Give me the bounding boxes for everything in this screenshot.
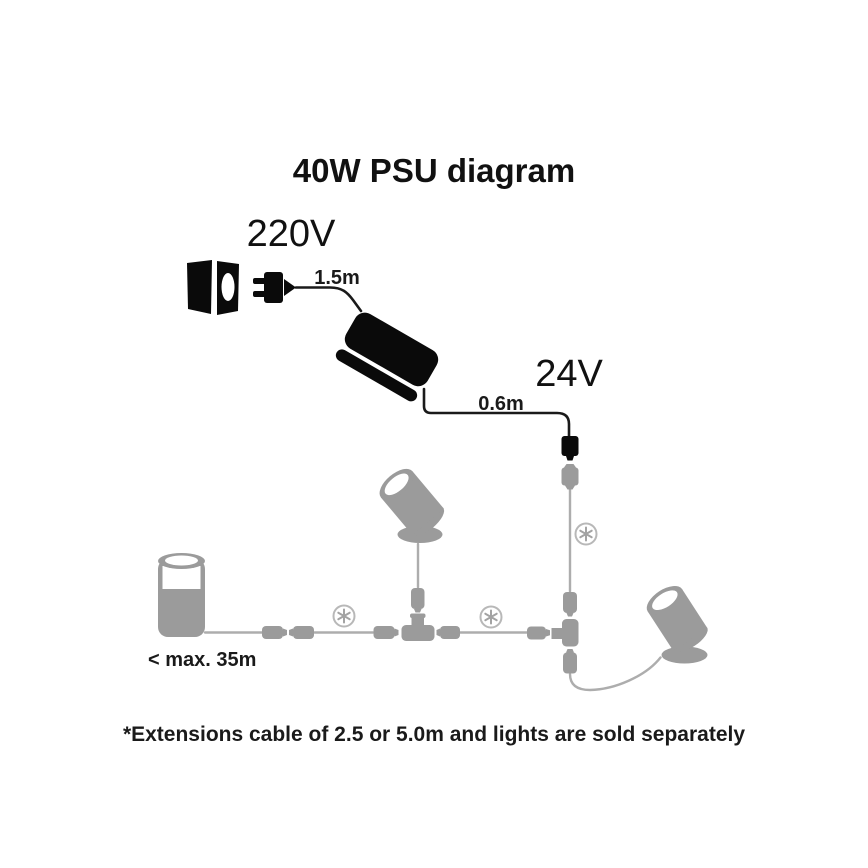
extension-point-marker-icon: [479, 605, 503, 629]
bollard-diffuser: [162, 566, 201, 589]
psu-brick-icon: [335, 312, 439, 402]
bollard-light-icon: [158, 553, 205, 637]
spotlight-head: [646, 585, 708, 653]
page-title: 40W PSU diagram: [293, 152, 575, 189]
spotlight-right-icon: [646, 585, 708, 664]
dc-cable-length-label: 0.6m: [478, 393, 524, 415]
mains-cable-length-label: 1.5m: [314, 267, 360, 289]
plug-prong: [253, 291, 266, 297]
spotlight-head: [379, 468, 445, 536]
dc-socket-icon: [561, 464, 579, 490]
socket-hole: [221, 273, 235, 301]
footnote: *Extensions cable of 2.5 or 5.0m and lig…: [123, 723, 745, 746]
spotlight-base: [661, 646, 708, 664]
mains-cable: [294, 286, 363, 313]
spotlight-lens: [384, 473, 409, 496]
bollard-top-opening: [165, 555, 198, 566]
spotlight-middle-icon: [379, 468, 445, 543]
t-connector-right-icon: [527, 592, 579, 674]
right-spotlight-cable: [568, 656, 662, 692]
plug-cable-boot: [284, 279, 296, 296]
extension-point-marker-icon: [574, 522, 598, 546]
mains-voltage-label: 220V: [247, 213, 336, 255]
dc-voltage-label: 24V: [535, 353, 603, 395]
dc-plug-icon: [561, 436, 579, 461]
spotlight-lens: [652, 590, 678, 611]
max-run-label: < max. 35m: [148, 649, 256, 671]
wall-socket-icon: [187, 260, 239, 315]
dc-output-cable: [422, 387, 571, 438]
power-plug-icon: [253, 272, 296, 303]
plug-prong: [253, 278, 266, 284]
inline-connector-pair-icon: [262, 626, 314, 639]
extension-point-marker-icon: [332, 604, 356, 628]
psu-base: [335, 349, 418, 402]
t-connector-middle-icon: [373, 588, 460, 641]
